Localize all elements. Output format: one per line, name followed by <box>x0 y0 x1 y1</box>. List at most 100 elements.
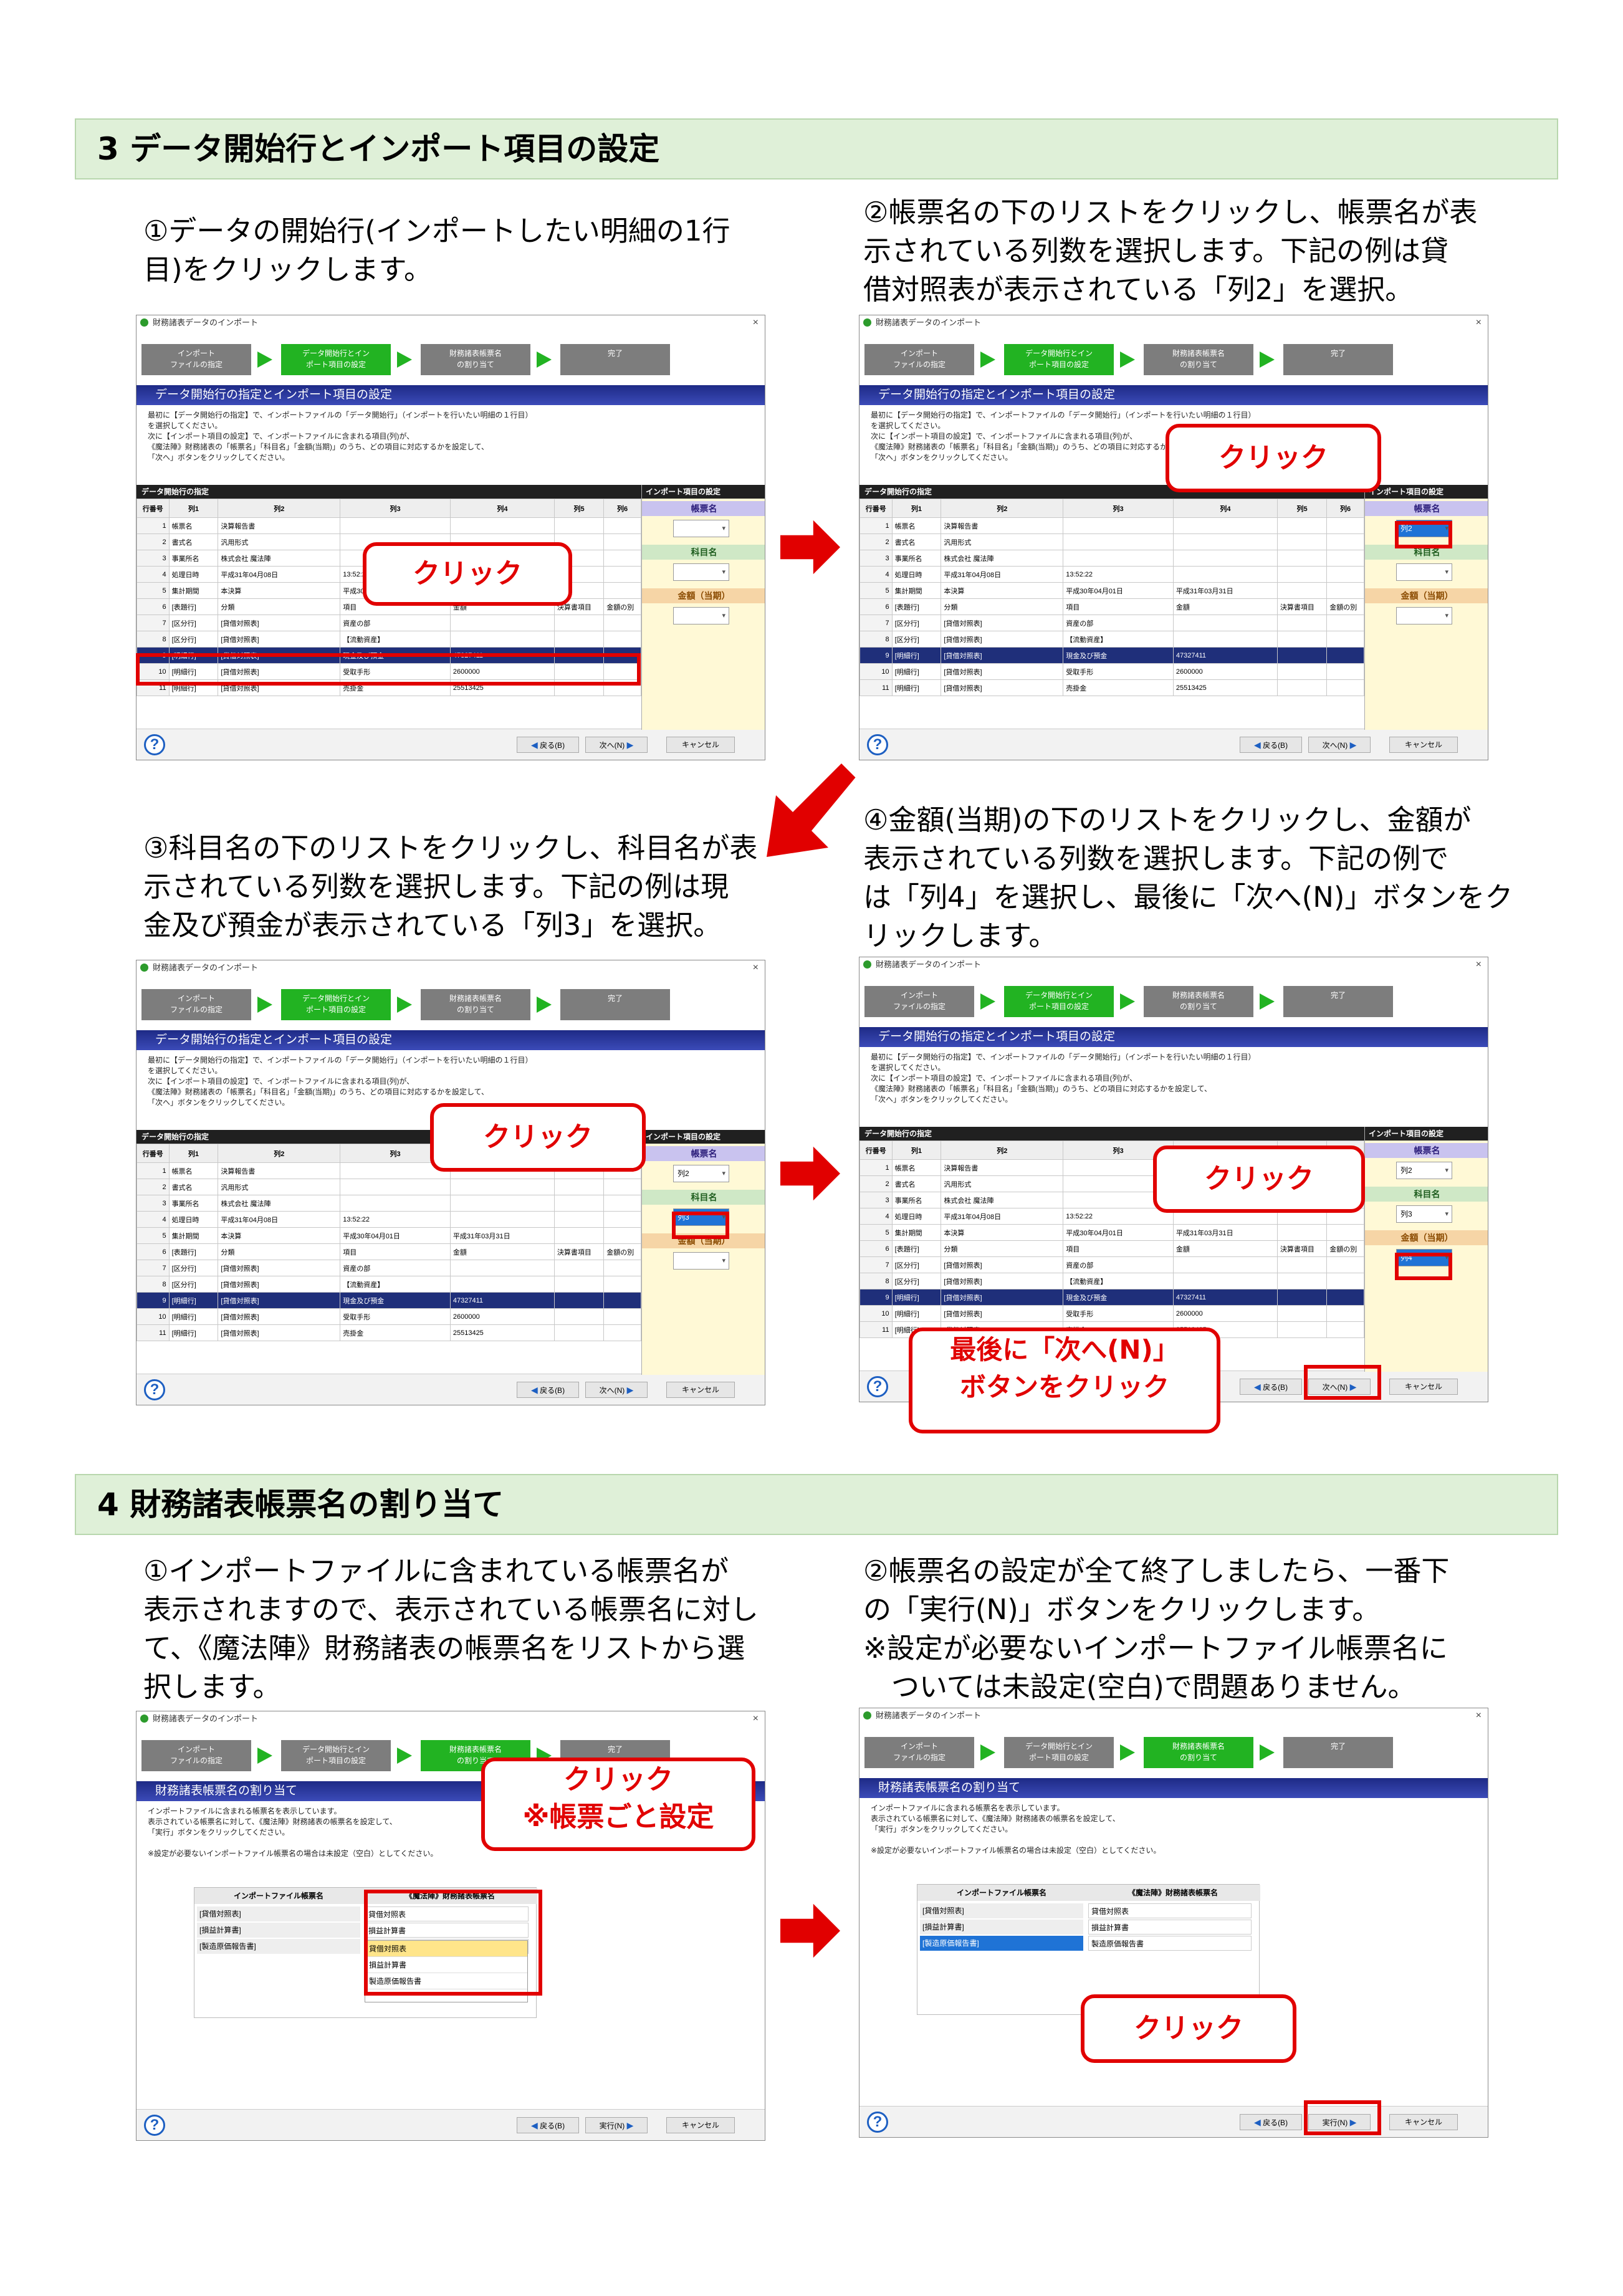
grid-cell <box>603 1195 641 1212</box>
amount-select[interactable] <box>673 607 729 624</box>
next-button[interactable]: 次へ(N) ▶ <box>1308 1379 1371 1395</box>
magic-form-select[interactable]: 損益計算書 <box>1088 1920 1252 1935</box>
execute-button[interactable]: 実行(N) ▶ <box>1308 2114 1371 2130</box>
grid-cell: 集計期間 <box>891 582 942 599</box>
subject-name-select[interactable]: 列3 <box>1396 1205 1452 1223</box>
grid-cell: 5 <box>136 582 170 599</box>
window-title: 財務諸表データのインポート <box>153 1714 259 1723</box>
cancel-button[interactable]: キャンセル <box>1389 2114 1458 2130</box>
back-button[interactable]: ◀ 戻る(B) <box>517 1382 579 1398</box>
cancel-button[interactable]: キャンセル <box>1389 1379 1458 1395</box>
subject-name-select[interactable] <box>1396 563 1452 581</box>
list-item[interactable]: 貸借対照表 <box>365 1941 527 1957</box>
back-button[interactable]: ◀ 戻る(B) <box>517 737 579 753</box>
grid-cell: 本決算 <box>941 1224 1064 1241</box>
help-icon[interactable]: ? <box>867 2112 888 2133</box>
help-icon[interactable]: ? <box>144 734 165 755</box>
close-icon[interactable]: × <box>752 1713 759 1724</box>
table-row[interactable]: 7[区分行][貸借対照表]資産の部 <box>859 615 1364 631</box>
next-button[interactable]: 次へ(N) ▶ <box>585 1382 648 1398</box>
grid-cell: 株式会社 魔法陣 <box>941 550 1064 567</box>
close-icon[interactable]: × <box>1475 959 1482 970</box>
grid-cell: [貸借対照表] <box>941 647 1064 664</box>
form-name-select[interactable]: 列2 <box>1396 1162 1452 1179</box>
form-name-select[interactable]: 列2 <box>673 1165 729 1182</box>
amount-select[interactable]: 列4 <box>1396 1249 1452 1266</box>
help-icon[interactable]: ? <box>867 734 888 755</box>
help-icon[interactable]: ? <box>144 1379 165 1400</box>
table-row[interactable]: 7[区分行][貸借対照表]資産の部 <box>136 615 641 631</box>
cancel-button[interactable]: キャンセル <box>1389 737 1458 753</box>
list-item[interactable]: 損益計算書 <box>365 1957 527 1973</box>
back-button[interactable]: ◀ 戻る(B) <box>1240 737 1302 753</box>
wizard-arrow-icon <box>1120 993 1135 1010</box>
table-row[interactable]: 6[表題行]分類項目金額決算書項目金額の別 <box>136 1243 641 1260</box>
close-icon[interactable]: × <box>752 962 759 973</box>
list-item[interactable]: 製造原価報告書 <box>365 1973 527 1989</box>
next-button[interactable]: 次へ(N) ▶ <box>585 737 648 753</box>
data-start-header: データ開始行の指定 <box>859 1127 1364 1141</box>
table-row[interactable]: 6[表題行]分類項目金額決算書項目金額の別 <box>859 1240 1364 1257</box>
back-button[interactable]: ◀ 戻る(B) <box>1240 1379 1302 1395</box>
help-icon[interactable]: ? <box>144 2115 165 2136</box>
app-icon <box>863 960 871 969</box>
amount-select[interactable] <box>1396 607 1452 624</box>
back-button[interactable]: ◀ 戻る(B) <box>517 2117 579 2133</box>
close-icon[interactable]: × <box>1475 317 1482 328</box>
cancel-button[interactable]: キャンセル <box>666 737 735 753</box>
subject-name-select[interactable] <box>673 563 729 581</box>
grid-cell <box>1172 550 1278 567</box>
grid-cell <box>1172 566 1278 583</box>
mapping-panel: インポートファイル帳票名《魔法陣》財務諸表帳票名[貸借対照表]貸借対照表[損益計… <box>917 1884 1260 2015</box>
magic-form-select[interactable]: 貸借対照表 <box>1088 1903 1252 1918</box>
form-name-select[interactable] <box>673 520 729 537</box>
table-row[interactable]: 6[表題行]分類項目金額決算書項目金額の別 <box>859 598 1364 615</box>
table-row[interactable]: 7[区分行][貸借対照表]資産の部 <box>136 1260 641 1276</box>
execute-button[interactable]: 実行(N) ▶ <box>585 2117 648 2133</box>
help-icon[interactable]: ? <box>867 1376 888 1397</box>
subject-name-select[interactable]: 列3 <box>673 1208 729 1226</box>
back-button[interactable]: ◀ 戻る(B) <box>1240 2114 1302 2130</box>
grid-header: 列5 <box>553 499 605 518</box>
table-row[interactable]: 8[区分行][貸借対照表]【流動資産】 <box>136 631 641 648</box>
table-row[interactable]: 8[区分行][貸借対照表]【流動資産】 <box>859 631 1364 648</box>
grid-cell: 10 <box>859 663 893 680</box>
cancel-button[interactable]: キャンセル <box>666 1382 735 1398</box>
amount-select[interactable] <box>673 1252 729 1270</box>
cancel-button[interactable]: キャンセル <box>666 2117 735 2133</box>
close-icon[interactable]: × <box>1475 1710 1482 1721</box>
close-icon[interactable]: × <box>752 317 759 328</box>
table-row[interactable]: 8[区分行][貸借対照表]【流動資産】 <box>136 1276 641 1293</box>
magic-form-select[interactable]: 製造原価報告書 <box>1088 1936 1252 1951</box>
grid-cell <box>1172 533 1278 550</box>
grid-cell: 6 <box>859 598 893 615</box>
table-row[interactable]: 7[区分行][貸借対照表]資産の部 <box>859 1256 1364 1273</box>
grid-header: 列4 <box>1172 499 1278 518</box>
highlight-box <box>1304 2100 1381 2135</box>
wizard-step-2: データ開始行とイン ポート項目の設定 <box>281 344 391 375</box>
next-button[interactable]: 次へ(N) ▶ <box>1308 737 1371 753</box>
table-row[interactable]: 8[区分行][貸借対照表]【流動資産】 <box>859 1273 1364 1289</box>
